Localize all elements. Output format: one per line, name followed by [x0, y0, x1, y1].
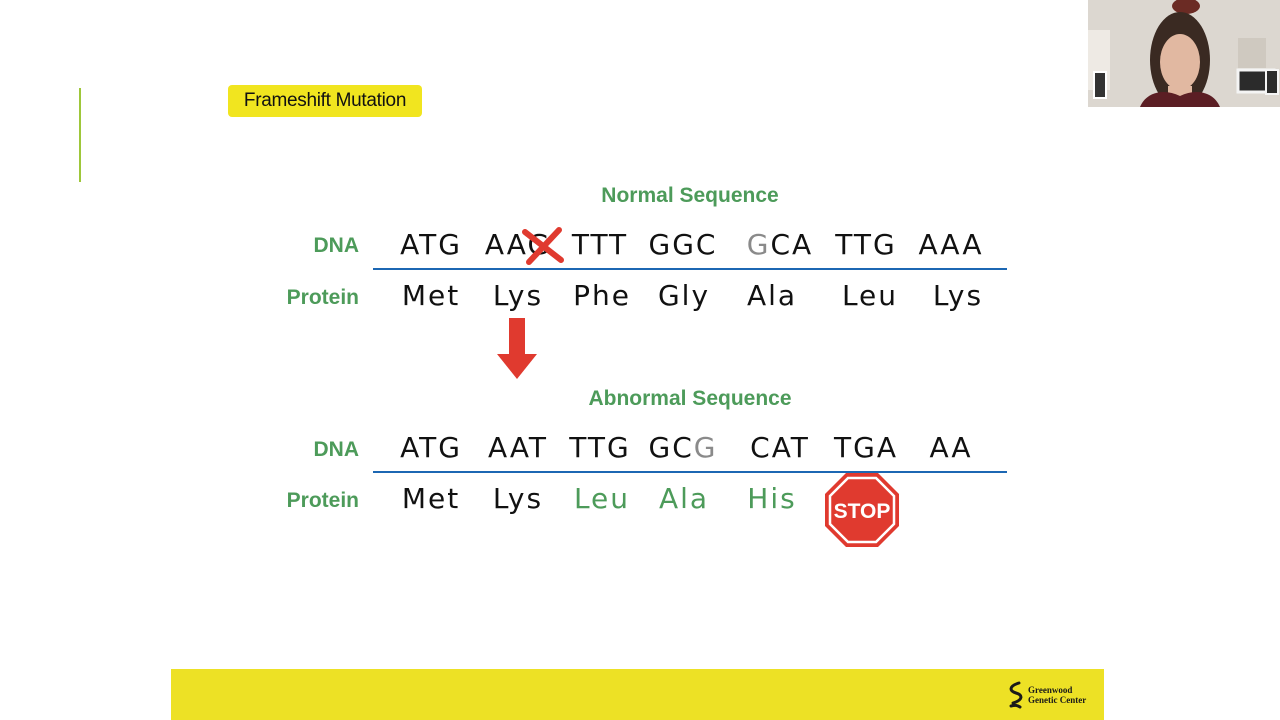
codon-bases: ATG	[400, 228, 462, 261]
codon-bases: CA	[770, 228, 814, 261]
normal-amino-acid: Lys	[932, 279, 984, 312]
abnormal-amino-acid: Lys	[492, 482, 544, 515]
codon-bases: TTG	[835, 228, 897, 261]
logo-line2: Genetic Center	[1028, 695, 1087, 705]
slide-title: Frameshift Mutation	[228, 85, 422, 117]
abnormal-codon: ATG	[400, 431, 462, 464]
normal-amino-acid: Leu	[841, 279, 899, 312]
abnormal-sequence-rule	[373, 471, 1007, 473]
abnormal-sequence-heading: Abnormal Sequence	[588, 387, 792, 410]
down-arrow-icon	[497, 318, 537, 379]
codon-bases: AAT	[487, 431, 549, 464]
codon-bases: GC	[648, 431, 694, 464]
normal-codon: ATG	[400, 228, 462, 261]
normal-codon: TTG	[835, 228, 896, 261]
abnormal-amino-acid: Leu	[573, 482, 631, 515]
codon-bases: ATG	[400, 431, 462, 464]
stop-sign-text: STOP	[834, 500, 891, 523]
abnormal-codon: TGA	[834, 431, 898, 464]
greenwood-logo: Greenwood Genetic Center	[1007, 681, 1087, 709]
helix-logo-icon	[1009, 681, 1023, 709]
normal-sequence-heading: Normal Sequence	[601, 184, 779, 207]
codon-bases: TTG	[569, 431, 631, 464]
codon-bases: AAA	[918, 228, 984, 261]
abnormal-amino-acid: Met	[401, 482, 461, 515]
normal-codon: GGC	[649, 228, 718, 261]
shifted-base: G	[693, 431, 718, 464]
abnormal-codon: TTG	[569, 431, 630, 464]
codon-bases: GGC	[648, 228, 718, 261]
shifted-base: G	[746, 228, 771, 261]
abnormal-amino-acid: Ala	[658, 482, 710, 515]
deletion-x-icon	[522, 227, 564, 265]
normal-amino-acid: Met	[401, 279, 461, 312]
abnormal-codon: AAT	[488, 431, 548, 464]
codon-bases: AA	[929, 431, 973, 464]
normal-codon: GCA	[747, 228, 813, 261]
dna-label-abnormal: DNA	[313, 438, 360, 461]
codon-bases: CAT	[750, 431, 810, 464]
logo-line1: Greenwood	[1028, 685, 1073, 695]
normal-sequence-rule	[373, 268, 1007, 270]
presenter-webcam	[1088, 0, 1280, 107]
protein-label-normal: Protein	[286, 286, 359, 309]
dna-label-normal: DNA	[313, 234, 360, 257]
normal-amino-acid: Lys	[492, 279, 544, 312]
codon-bases: TGA	[834, 431, 898, 464]
footer-band	[171, 669, 1104, 720]
normal-amino-acid: Ala	[746, 279, 798, 312]
normal-amino-acid: Gly	[657, 279, 711, 312]
left-accent-line	[79, 88, 81, 182]
abnormal-codon: AA	[929, 431, 972, 464]
abnormal-codon: CAT	[750, 431, 810, 464]
abnormal-codon: GCG	[649, 431, 718, 464]
normal-amino-acid: Phe	[573, 279, 631, 312]
abnormal-amino-acid: His	[747, 482, 797, 515]
protein-label-abnormal: Protein	[286, 489, 359, 512]
stop-sign-icon: STOP	[825, 473, 899, 547]
normal-codon: AAA	[918, 228, 983, 261]
codon-bases: TTT	[571, 228, 629, 261]
normal-codon: TTT	[572, 228, 628, 261]
